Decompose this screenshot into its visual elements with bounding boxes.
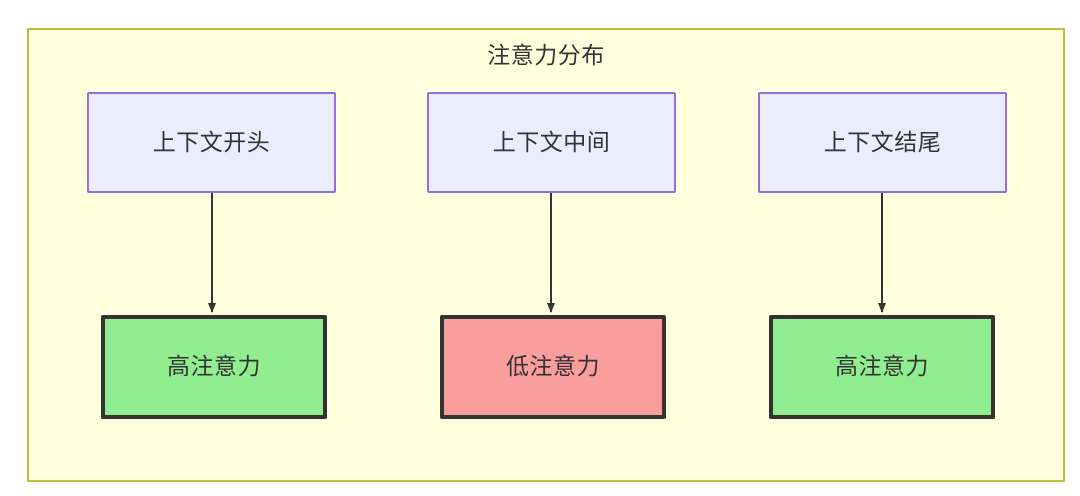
node-context-start-label: 上下文开头 [152,128,271,155]
node-low-attention-middle-label: 低注意力 [506,353,600,380]
subgraph-title: 注意力分布 [487,42,605,68]
node-context-end[interactable]: 上下文结尾 [758,92,1007,193]
node-context-middle[interactable]: 上下文中间 [427,92,676,193]
node-context-end-label: 上下文结尾 [823,128,942,155]
node-context-start[interactable]: 上下文开头 [87,92,336,193]
node-high-attention-end[interactable]: 高注意力 [769,315,995,419]
node-high-attention-start-label: 高注意力 [167,353,261,380]
node-low-attention-middle[interactable]: 低注意力 [440,315,666,419]
node-context-middle-label: 上下文中间 [492,128,611,155]
node-high-attention-start[interactable]: 高注意力 [101,315,327,419]
node-high-attention-end-label: 高注意力 [835,353,929,380]
